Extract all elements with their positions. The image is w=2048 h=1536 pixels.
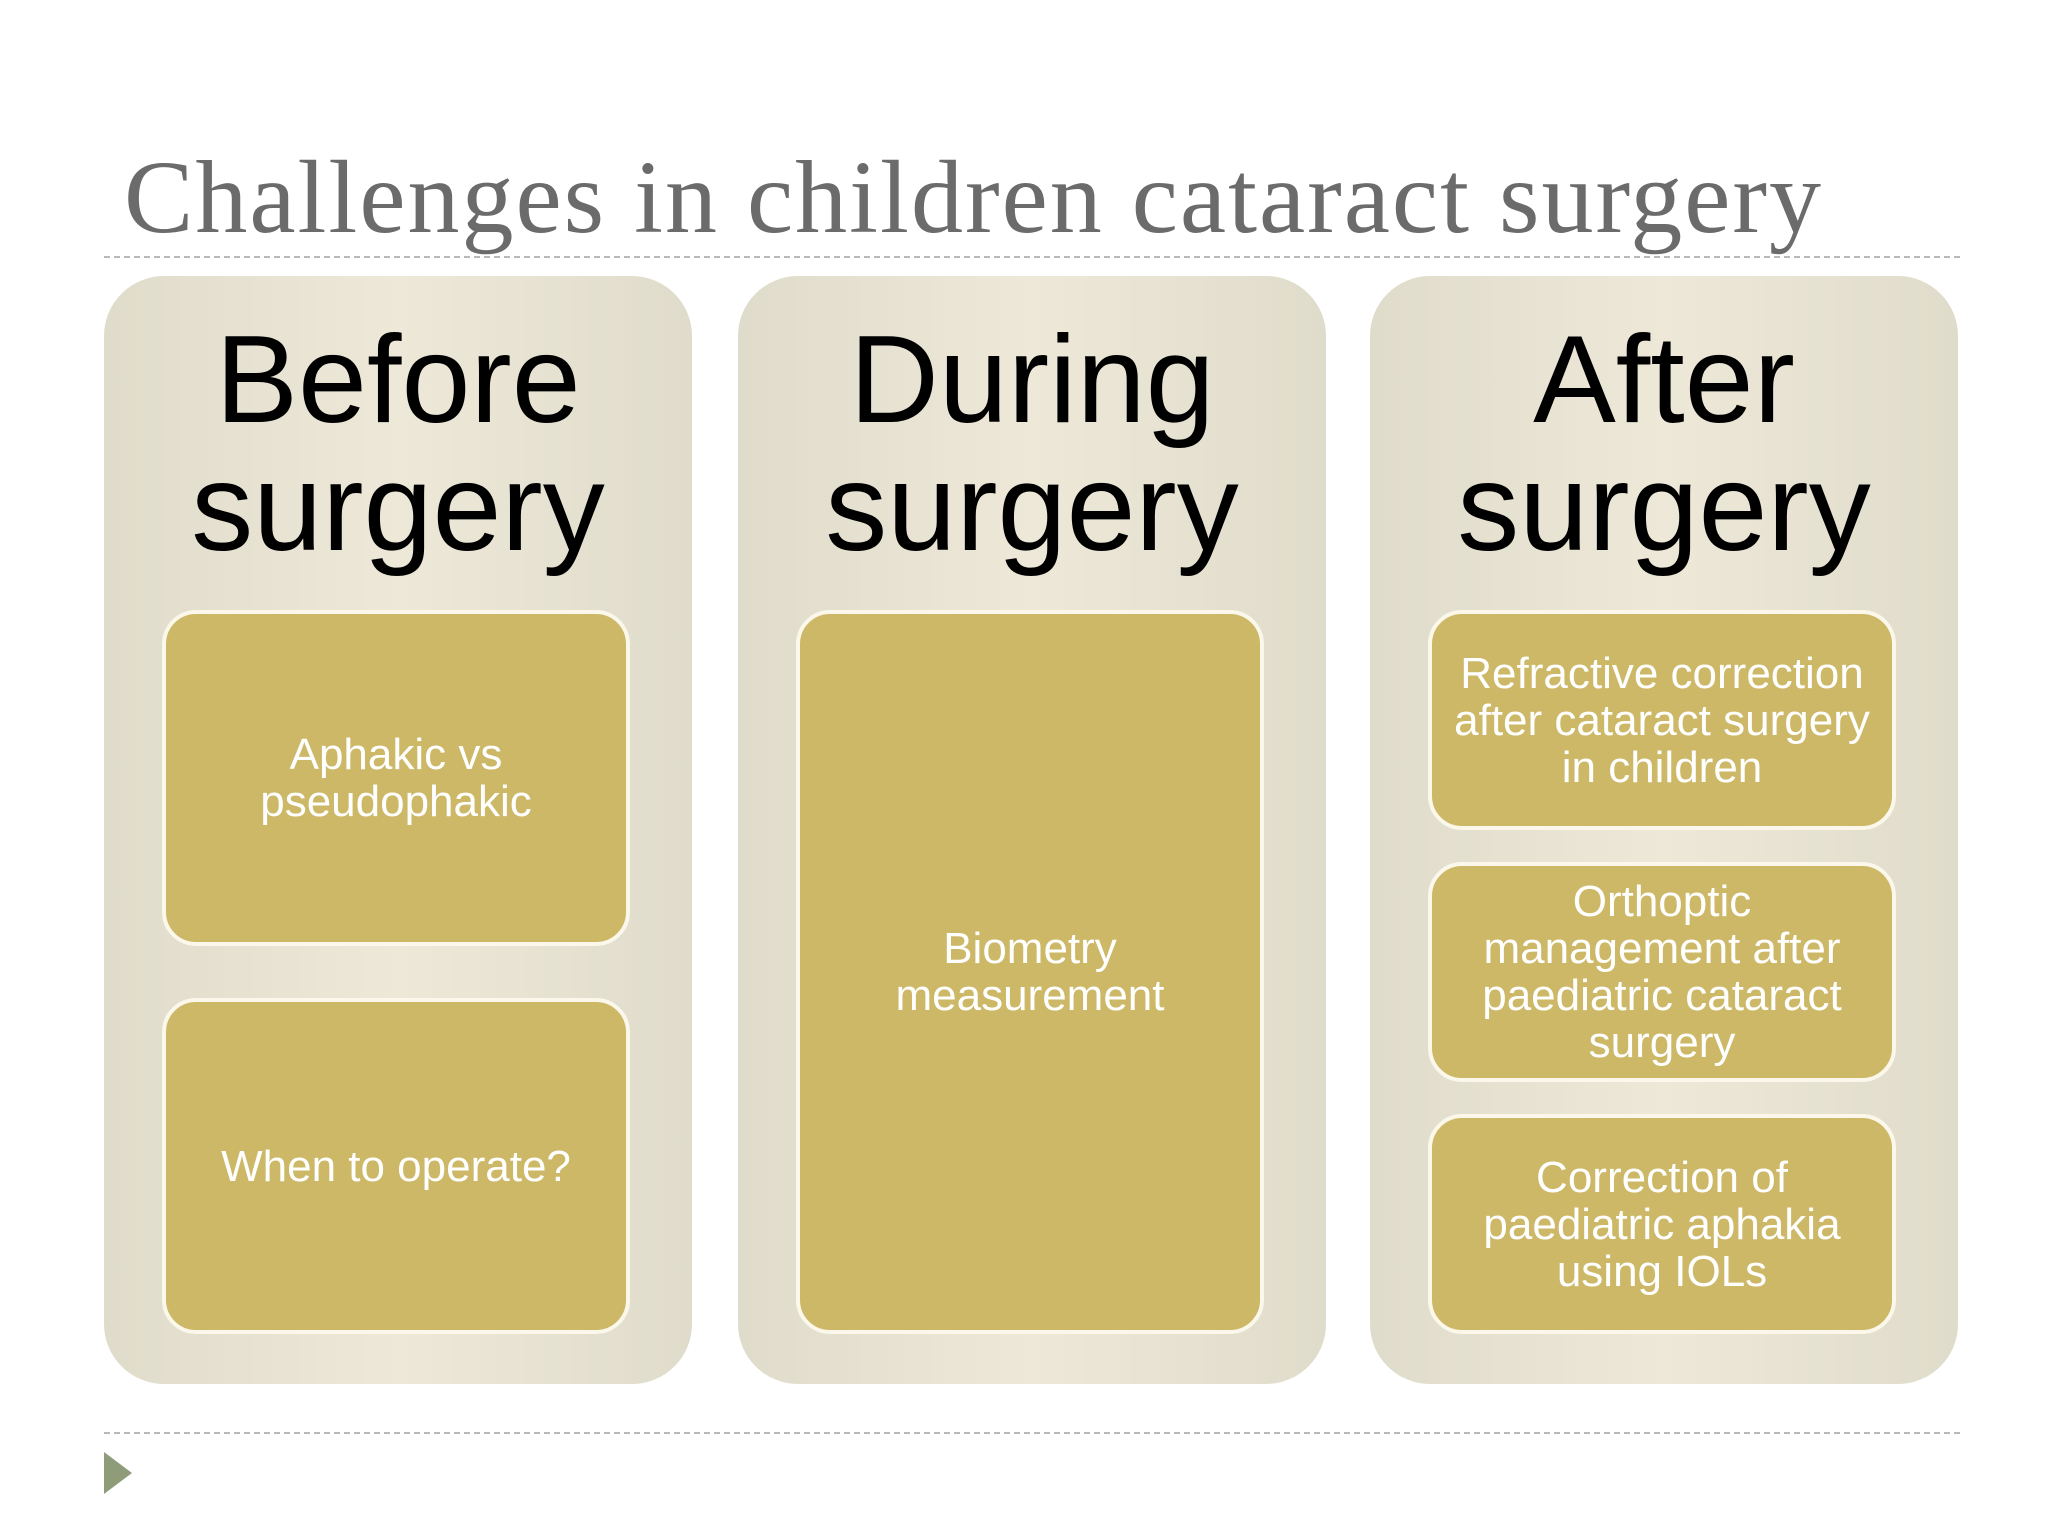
- column-heading: Before surgery: [104, 316, 692, 572]
- column-heading-line1: Before: [215, 311, 581, 449]
- title-divider: [104, 256, 1960, 258]
- column-heading: After surgery: [1370, 316, 1958, 572]
- column-heading-line2: surgery: [1457, 439, 1871, 577]
- column-heading-line2: surgery: [825, 439, 1239, 577]
- column-after-surgery: After surgery Refractive correction afte…: [1370, 276, 1958, 1384]
- column-heading-line2: surgery: [191, 439, 605, 577]
- triangle-right-icon: [104, 1452, 132, 1494]
- item-text: Aphakic vs pseudophakic: [260, 730, 532, 826]
- item-text: Orthoptic management after paediatric ca…: [1482, 877, 1842, 1067]
- column-heading: During surgery: [738, 316, 1326, 572]
- column-before-surgery: Before surgery Aphakic vs pseudophakic W…: [104, 276, 692, 1384]
- item-box: Correction of paediatric aphakia using I…: [1428, 1114, 1896, 1334]
- item-box: When to operate?: [162, 998, 630, 1334]
- column-heading-line1: After: [1533, 311, 1795, 449]
- column-during-surgery: During surgery Biometry measurement: [738, 276, 1326, 1384]
- slide-title: Challenges in children cataract surgery: [124, 140, 1823, 255]
- item-text: When to operate?: [221, 1141, 571, 1191]
- item-box: Biometry measurement: [796, 610, 1264, 1334]
- item-text: Correction of paediatric aphakia using I…: [1483, 1152, 1841, 1296]
- item-box: Aphakic vs pseudophakic: [162, 610, 630, 946]
- item-text: Biometry measurement: [895, 924, 1165, 1020]
- item-text: Refractive correction after cataract sur…: [1454, 648, 1870, 792]
- item-box: Refractive correction after cataract sur…: [1428, 610, 1896, 830]
- footer-divider: [104, 1432, 1960, 1434]
- column-heading-line1: During: [849, 311, 1215, 449]
- item-box: Orthoptic management after paediatric ca…: [1428, 862, 1896, 1082]
